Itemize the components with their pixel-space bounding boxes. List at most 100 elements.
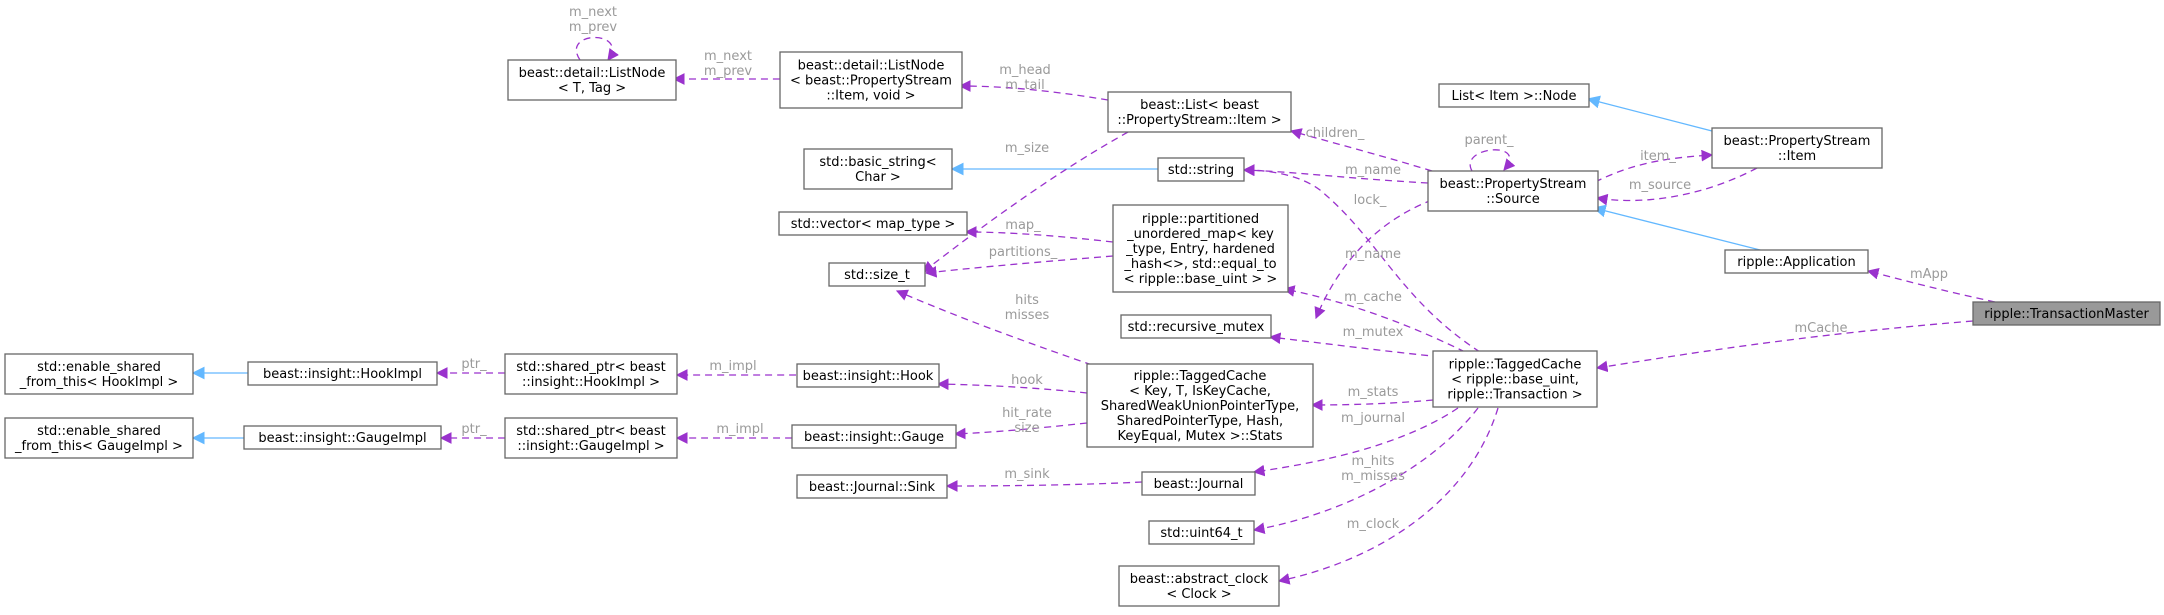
node-tagged-cache-stats[interactable]: ripple::TaggedCache< Key, T, IsKeyCache,… (1086, 363, 1314, 448)
node-label: List< Item >::Node (1451, 89, 1576, 104)
edge-mapp (1866, 268, 1996, 303)
node-tagged-cache[interactable]: ripple::TaggedCache< ripple::base_uint,r… (1432, 350, 1598, 408)
node-label: std::uint64_t (1160, 526, 1242, 541)
node-size-t[interactable]: std::size_t (828, 262, 926, 287)
node-label: beast::insight::Hook (803, 369, 934, 384)
node-recursive-mutex[interactable]: std::recursive_mutex (1120, 314, 1272, 339)
edge-mname-source (1242, 164, 1429, 184)
node-listnode-t-tag[interactable]: beast::detail::ListNode< T, Tag > (507, 59, 677, 101)
node-label: std::enable_shared_from_this< HookImpl > (19, 360, 179, 390)
node-label: beast::insight::Gauge (804, 430, 944, 445)
label-children: children_ (1306, 126, 1365, 141)
label-mname-tagged-cache: m_name (1345, 247, 1401, 262)
node-label: ripple::partitioned_unordered_map< key_t… (1123, 212, 1277, 287)
node-label: beast::insight::HookImpl (263, 367, 422, 382)
edge-mmutex (1268, 332, 1453, 359)
edge-msource (1595, 167, 1758, 206)
label-mimpl-hook: m_impl (709, 359, 756, 374)
edge-map (964, 226, 1114, 243)
node-basic-string[interactable]: std::basic_string<Char > (803, 148, 953, 190)
label-mcache: mCache (1794, 321, 1847, 336)
edge-mstats (1310, 399, 1434, 411)
label-msize: m_size (1005, 141, 1049, 156)
edge-partitions (924, 255, 1114, 278)
label-mstats: m_stats (1348, 385, 1399, 400)
node-label: std::shared_ptr< beast::insight::HookImp… (516, 360, 665, 390)
node-label: beast::PropertyStream::Item (1724, 134, 1871, 164)
node-property-stream-item[interactable]: beast::PropertyStream::Item (1711, 127, 1883, 169)
node-label: std::recursive_mutex (1128, 320, 1265, 335)
label-msink: m_sink (1004, 467, 1050, 482)
label-mclock: m_clock (1347, 517, 1400, 532)
node-uint64[interactable]: std::uint64_t (1148, 520, 1255, 545)
node-gaugeimpl[interactable]: beast::insight::GaugeImpl (243, 425, 442, 450)
edge-item-inherits-node (1586, 95, 1713, 132)
node-insight-hook[interactable]: beast::insight::Hook (796, 363, 940, 388)
node-label: std::size_t (844, 268, 910, 283)
edge-mnext-mprev-loop (576, 36, 619, 61)
label-mapp: mApp (1910, 267, 1948, 282)
node-label: std::vector< map_type > (791, 217, 956, 232)
edge-mhead-mtail (958, 80, 1109, 101)
label-mmutex: m_mutex (1343, 325, 1404, 340)
edge-mhits-mmisses (1252, 407, 1479, 534)
node-transaction-master[interactable]: ripple::TransactionMaster (1972, 301, 2161, 326)
node-label: ripple::TransactionMaster (1984, 307, 2149, 322)
edge-hits-misses (895, 289, 1093, 366)
node-list-item-node[interactable]: List< Item >::Node (1438, 83, 1590, 108)
node-vector-map-type[interactable]: std::vector< map_type > (778, 211, 968, 236)
node-hookimpl[interactable]: beast::insight::HookImpl (247, 361, 438, 386)
label-ptr-hook: ptr_ (461, 357, 487, 372)
label-msource: m_source (1629, 178, 1691, 193)
node-label: beast::Journal (1154, 477, 1244, 492)
node-label: ripple::TaggedCache< ripple::base_uint,r… (1447, 358, 1582, 403)
label-ptr-gauge: ptr_ (461, 422, 487, 437)
edge-application-inherits-source (1592, 204, 1781, 256)
label-mjournal: m_journal (1341, 411, 1405, 426)
edge-mclock (1277, 407, 1499, 585)
node-label: beast::detail::ListNode< beast::Property… (790, 59, 952, 104)
node-label: std::enable_shared_from_this< GaugeImpl … (14, 424, 183, 454)
edge-parent-loop (1469, 149, 1516, 172)
node-abstract-clock[interactable]: beast::abstract_clock< Clock > (1118, 565, 1280, 607)
node-label: ripple::TaggedCache< Key, T, IsKeyCache,… (1101, 369, 1300, 444)
edge-msink (945, 480, 1143, 492)
node-std-string[interactable]: std::string (1157, 157, 1245, 182)
node-label: beast::insight::GaugeImpl (258, 431, 426, 446)
edge-hitrate-size (953, 422, 1088, 440)
node-listnode-property-stream[interactable]: beast::detail::ListNode< beast::Property… (779, 51, 963, 109)
node-label: std::string (1168, 163, 1234, 178)
node-enable-shared-hookimpl[interactable]: std::enable_shared_from_this< HookImpl > (4, 353, 194, 395)
node-list-property-stream-item[interactable]: beast::List< beast::PropertyStream::Item… (1107, 91, 1292, 133)
edge-hook (936, 378, 1088, 394)
edge-mname-tagged-cache (1242, 164, 1481, 353)
node-shared-ptr-gaugeimpl[interactable]: std::shared_ptr< beast::insight::GaugeIm… (504, 417, 678, 459)
node-journal[interactable]: beast::Journal (1141, 471, 1256, 496)
node-enable-shared-gaugeimpl[interactable]: std::enable_shared_from_this< GaugeImpl … (4, 417, 194, 459)
label-mimpl-gauge: m_impl (716, 422, 763, 437)
label-partitions: partitions_ (989, 245, 1058, 260)
node-label: std::basic_string<Char > (819, 155, 936, 185)
label-map: map_ (1005, 218, 1041, 233)
node-label: ripple::Application (1737, 255, 1855, 270)
node-partitioned-map[interactable]: ripple::partitioned_unordered_map< key_t… (1112, 204, 1289, 293)
edge-mcache (1595, 320, 1974, 373)
node-shared-ptr-hookimpl[interactable]: std::shared_ptr< beast::insight::HookImp… (504, 353, 678, 395)
node-insight-gauge[interactable]: beast::insight::Gauge (791, 424, 957, 449)
label-parent: parent_ (1464, 133, 1514, 148)
node-property-stream-source[interactable]: beast::PropertyStream::Source (1427, 170, 1599, 212)
node-application[interactable]: ripple::Application (1724, 249, 1869, 274)
node-label: beast::abstract_clock< Clock > (1130, 572, 1269, 602)
edge-children (1289, 128, 1433, 172)
node-journal-sink[interactable]: beast::Journal::Sink (796, 474, 948, 499)
node-label: beast::List< beast::PropertyStream::Item… (1117, 98, 1281, 128)
label-mcache-tc: m_cache (1344, 290, 1402, 305)
node-label: beast::detail::ListNode< T, Tag > (519, 66, 666, 96)
label-mname-source: m_name (1345, 163, 1401, 178)
node-label: std::shared_ptr< beast::insight::GaugeIm… (516, 424, 665, 454)
